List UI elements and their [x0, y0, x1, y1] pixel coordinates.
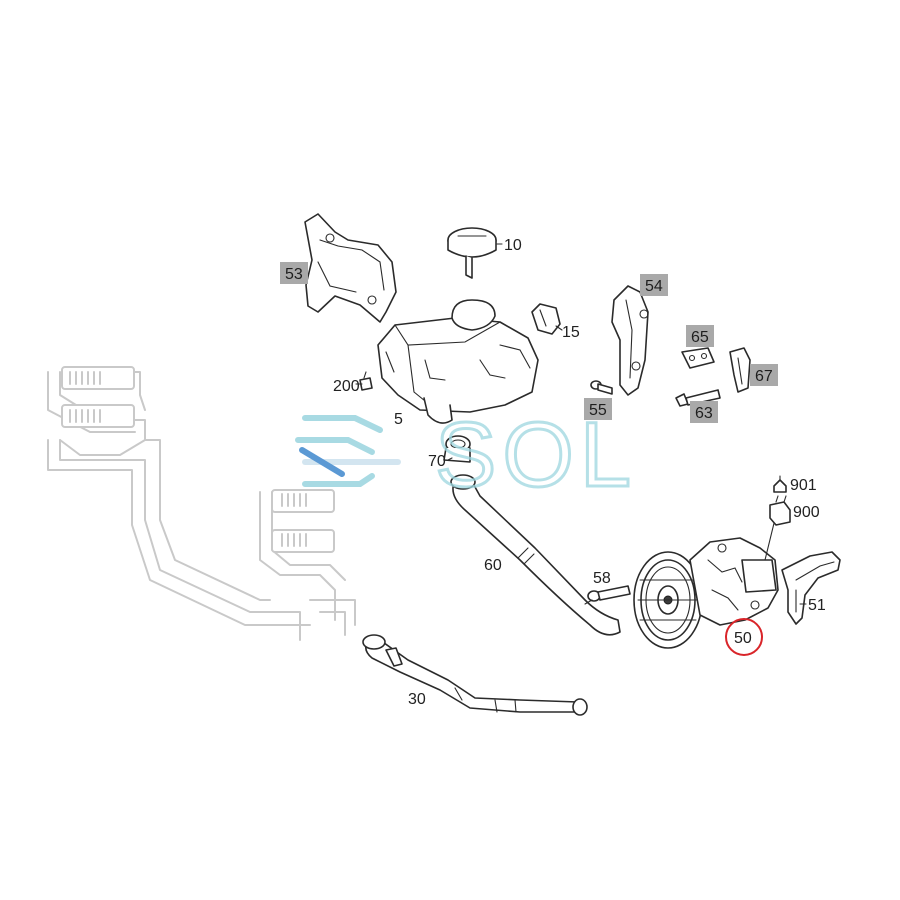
callout-10: 10 — [504, 237, 522, 254]
callout-67: 67 — [755, 368, 773, 385]
callouts: 53 10 54 15 65 67 200 5 55 63 70 901 900… — [280, 237, 826, 708]
part-70-clamp — [443, 435, 471, 463]
callout-63-highlight — [690, 401, 718, 423]
callout-65: 65 — [691, 329, 709, 346]
callout-54: 54 — [645, 278, 663, 295]
callout-51: 51 — [808, 597, 826, 614]
callout-5: 5 — [394, 411, 403, 428]
part-67-bracket — [729, 347, 751, 393]
part-54-bracket — [611, 285, 649, 396]
leader-lines — [355, 243, 807, 605]
watermark-logo-icon — [295, 415, 401, 487]
part-60-hose — [450, 474, 621, 636]
callout-900: 900 — [793, 504, 820, 521]
callout-55-highlight — [584, 398, 612, 420]
part-15-clip — [531, 303, 561, 335]
ghost-cooler-lines — [47, 366, 356, 641]
part-200-screw — [359, 371, 373, 391]
part-55-bolt — [590, 380, 613, 395]
part-51-bracket — [781, 551, 841, 625]
callout-70: 70 — [428, 453, 446, 470]
part-58-bolt — [587, 585, 631, 602]
callout-15: 15 — [562, 324, 580, 341]
callout-901: 901 — [790, 477, 817, 494]
callout-53: 53 — [285, 266, 303, 283]
part-5-reservoir — [377, 299, 539, 424]
part-50-pump — [633, 514, 779, 649]
callout-67-highlight — [750, 364, 778, 386]
callout-53-highlight — [280, 262, 308, 284]
callout-50: 50 — [734, 630, 752, 647]
callout-54-highlight — [640, 274, 668, 296]
callout-58: 58 — [593, 570, 611, 587]
callout-50-circle — [725, 618, 763, 656]
callout-55: 55 — [589, 402, 607, 419]
callout-60: 60 — [484, 557, 502, 574]
callout-63: 63 — [695, 405, 713, 422]
part-53-bracket — [304, 213, 397, 323]
part-10-cap — [447, 227, 497, 279]
callout-65-highlight — [686, 325, 714, 347]
callout-30: 30 — [408, 691, 426, 708]
part-900-901-connector — [769, 475, 791, 526]
callout-200: 200 — [333, 378, 360, 395]
part-65-plate — [681, 347, 715, 369]
part-30-hose — [362, 634, 588, 716]
